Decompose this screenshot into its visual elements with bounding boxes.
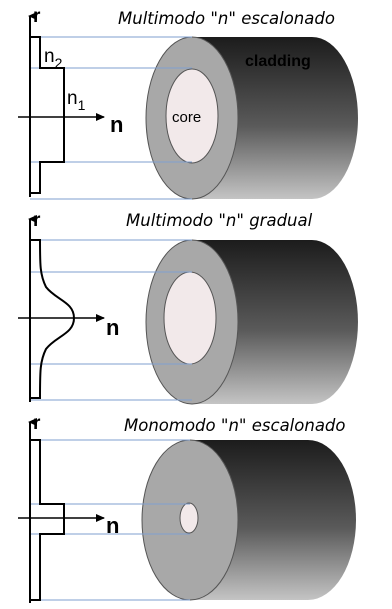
guide-lines (30, 239, 192, 401)
cladding-body (192, 240, 358, 404)
panel-multimode-step: Multimodo "n" escalonado r n n2 n1 cladd… (18, 6, 358, 200)
core-face (165, 68, 219, 164)
fiber-cylinder (145, 36, 358, 200)
cladding-label: cladding (245, 53, 311, 70)
core-label: core (172, 109, 201, 126)
panel-title: Multimodo "n" gradual (126, 211, 313, 230)
n1-label: n1 (67, 88, 86, 113)
index-profile-curve (30, 36, 65, 194)
n-axis-label: n (106, 513, 119, 538)
fiber-cylinder (141, 439, 356, 601)
r-axis-label: r (33, 413, 41, 434)
n-axis-label: n (106, 315, 119, 340)
panel-title: Multimodo "n" escalonado (118, 9, 335, 28)
n2-label: n2 (44, 46, 63, 71)
r-axis-label: r (33, 210, 41, 231)
panel-multimode-graded: Multimodo "n" gradual r n (18, 210, 358, 405)
index-profile-curve (30, 439, 65, 601)
r-axis-label: r (33, 6, 41, 27)
cladding-body (192, 37, 358, 199)
index-profile-curve (30, 239, 76, 399)
fiber-cylinder (145, 239, 358, 405)
core-face (163, 271, 217, 365)
core-face (179, 502, 199, 534)
panel-singlemode-step: Monomodo "n" escalonado r n (18, 413, 356, 603)
n-axis-label: n (110, 112, 123, 137)
panel-title: Monomodo "n" escalonado (124, 416, 346, 435)
